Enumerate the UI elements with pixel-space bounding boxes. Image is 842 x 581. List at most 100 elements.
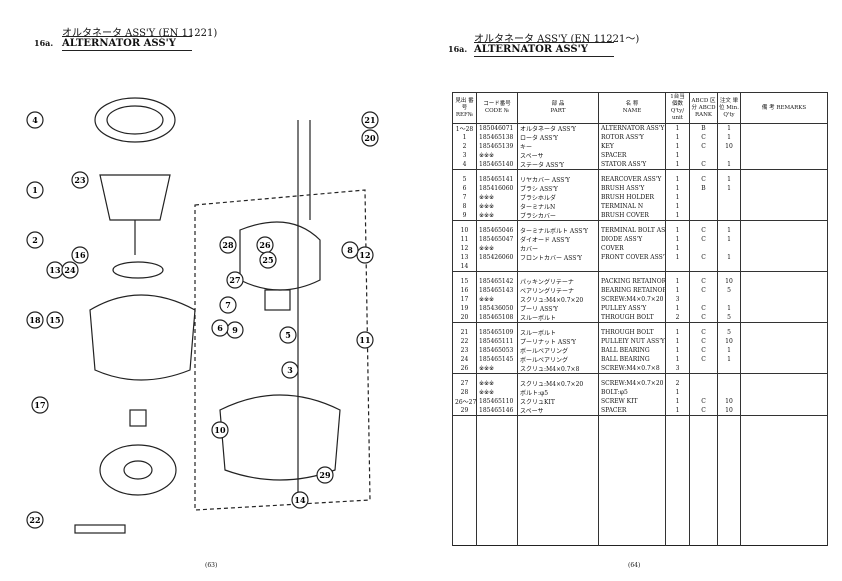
header-part-jp: 部 品	[551, 101, 565, 107]
cell-ref: 22	[452, 337, 477, 346]
cell-code: 185465140	[476, 160, 518, 170]
cell-name-en: REARCOVER ASS'Y	[598, 169, 666, 184]
cell-remarks	[740, 313, 828, 323]
left-page-number: (63)	[205, 562, 218, 569]
cell-rank: B	[689, 123, 718, 133]
cell-min: 5	[717, 286, 741, 295]
cell-rank	[689, 211, 718, 221]
callout-number: 13	[49, 265, 61, 275]
callout-number: 17	[34, 400, 45, 410]
header-qty: 1台当 個数 Q'ty/ unit	[665, 92, 690, 124]
callout-circle	[71, 171, 89, 189]
cell-code: 185436050	[476, 304, 518, 313]
cell-remarks	[740, 151, 828, 160]
cell-part-jp: ブラシカバー	[517, 211, 599, 221]
cell-part-jp: スクリュ:M4×0.7×8	[517, 364, 599, 374]
cell-min: 10	[717, 397, 741, 406]
cell-part-jp: スクリュ:M4×0.7×20	[517, 295, 599, 304]
cell-code: 185465145	[476, 355, 518, 364]
cell-min	[717, 151, 741, 160]
cell-min: 1	[717, 123, 741, 133]
cell-code: ※※※	[476, 202, 518, 211]
cell-part-jp: キー	[517, 142, 599, 151]
cell-code: 185465143	[476, 286, 518, 295]
cell-part-jp: パッキングリテーナ	[517, 271, 599, 286]
callout-number: 20	[364, 133, 376, 143]
cell-ref: 15	[452, 271, 477, 286]
header-name-jp: 名 称	[625, 101, 639, 107]
cell-rank	[689, 151, 718, 160]
cell-min: 1	[717, 184, 741, 193]
cell-code: ※※※	[476, 244, 518, 253]
cell-remarks	[740, 364, 828, 374]
cell-ref: 28	[452, 388, 477, 397]
cell-min: 10	[717, 406, 741, 416]
callout-number: 7	[225, 300, 231, 310]
cell-name-en: COVER	[598, 244, 666, 253]
callout-number: 11	[359, 335, 370, 345]
cell-ref: 14	[452, 262, 477, 272]
cell-part-jp: ブラシ ASS'Y	[517, 184, 599, 193]
cell-qty: 3	[665, 295, 690, 304]
cell-qty: 1	[665, 271, 690, 286]
cell-remarks	[740, 169, 828, 184]
cell-part-jp: ターミナルN	[517, 202, 599, 211]
cell-remarks	[740, 388, 828, 397]
front-cover-part	[89, 294, 196, 381]
cell-name-en: BALL BEARING	[598, 346, 666, 355]
cell-remarks	[740, 295, 828, 304]
empty-cell	[476, 415, 518, 546]
cell-remarks	[740, 160, 828, 170]
cell-min	[717, 373, 741, 388]
cell-ref: 27	[452, 373, 477, 388]
empty-cell	[517, 415, 599, 546]
cell-name-en: SCREW:M4×0.7×20	[598, 373, 666, 388]
cell-code: 185416060	[476, 184, 518, 193]
cell-name-en: ALTERNATOR ASS'Y	[598, 123, 666, 133]
rear-cover-part	[239, 221, 321, 291]
cell-part-jp: スクリュ:M4×0.7×20	[517, 373, 599, 388]
cell-part-jp: ベアリングリテーナ	[517, 286, 599, 295]
cell-code: 185465111	[476, 337, 518, 346]
cell-code	[476, 262, 518, 272]
callout-circle	[26, 511, 44, 529]
cell-ref: 20	[452, 313, 477, 323]
cell-rank	[689, 244, 718, 253]
cell-code: 185465142	[476, 271, 518, 286]
cell-rank: C	[689, 322, 718, 337]
callout-circle	[26, 181, 44, 199]
cell-part-jp: ボールベアリング	[517, 355, 599, 364]
stator-inner	[106, 105, 164, 135]
table-row: 14	[452, 262, 828, 272]
cell-part-jp: ボールベアリング	[517, 346, 599, 355]
bearing-part	[112, 261, 164, 279]
cell-part-jp: カバー	[517, 244, 599, 253]
cell-min	[717, 295, 741, 304]
header-remarks: 備 考 REMARKS	[740, 92, 828, 124]
cell-min: 10	[717, 271, 741, 286]
cell-min: 1	[717, 133, 741, 142]
cell-name-en: FRONT COVER ASS'Y	[598, 253, 666, 262]
cell-code: 185465110	[476, 397, 518, 406]
header-name-en: NAME	[622, 108, 642, 114]
cell-rank	[689, 364, 718, 374]
callout-circle	[211, 319, 229, 337]
cell-part-jp: スルーボルト	[517, 322, 599, 337]
cell-qty: 1	[665, 322, 690, 337]
cell-rank	[689, 388, 718, 397]
cell-rank: C	[689, 346, 718, 355]
cell-rank: C	[689, 160, 718, 170]
cell-ref: 1〜28	[452, 123, 477, 133]
